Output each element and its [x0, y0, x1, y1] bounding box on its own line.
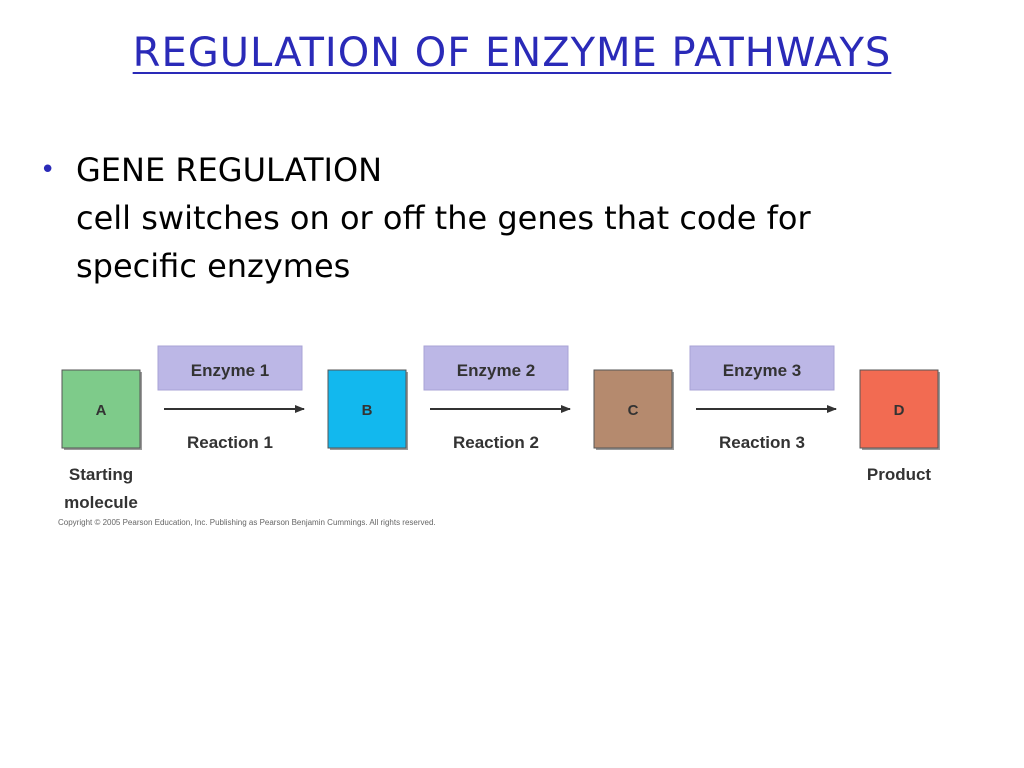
- enzyme-pathway-diagram: A Starting molecule B C D Product Enzyme 1 React…: [56, 340, 956, 540]
- slide-title-text: REGULATION OF ENZYME PATHWAYS: [132, 30, 892, 76]
- molecule-caption: Starting: [69, 465, 133, 484]
- molecule-box-b: [327, 369, 407, 449]
- molecule-box-d: [859, 369, 939, 449]
- enzyme-label-3: Enzyme 3: [723, 361, 801, 380]
- molecule-label-a: A: [96, 402, 107, 419]
- enzyme-label-2: Enzyme 2: [457, 361, 535, 380]
- enzyme-box-1: [157, 345, 303, 391]
- reaction-label-2: Reaction 2: [453, 433, 539, 452]
- slide-title: REGULATION OF ENZYME PATHWAYS: [0, 28, 1024, 78]
- bullet-marker: •: [40, 155, 56, 185]
- molecule-label-b: B: [362, 402, 373, 419]
- bullet-line-2: specific enzymes: [76, 247, 351, 285]
- molecule-box-a: [61, 369, 141, 449]
- bullet-text: GENE REGULATION cell switches on or off …: [76, 146, 1000, 290]
- pathway-svg: A Starting molecule B C D Product Enzyme 1 React…: [61, 345, 940, 512]
- enzyme-box-2: [423, 345, 569, 391]
- molecule-caption: Product: [867, 465, 932, 484]
- enzyme-box-3: [689, 345, 835, 391]
- bullet-line-1: cell switches on or off the genes that c…: [76, 199, 811, 237]
- enzyme-label-1: Enzyme 1: [191, 361, 269, 380]
- molecule-label-d: D: [894, 402, 905, 419]
- reaction-label-1: Reaction 1: [187, 433, 273, 452]
- copyright-notice: Copyright © 2005 Pearson Education, Inc.…: [58, 518, 436, 527]
- bullet-heading: GENE REGULATION: [76, 151, 383, 189]
- bullet-point: • GENE REGULATION cell switches on or of…: [40, 146, 1000, 290]
- molecule-caption: molecule: [64, 493, 138, 512]
- molecule-label-c: C: [628, 402, 639, 419]
- reaction-label-3: Reaction 3: [719, 433, 805, 452]
- molecule-box-c: [593, 369, 673, 449]
